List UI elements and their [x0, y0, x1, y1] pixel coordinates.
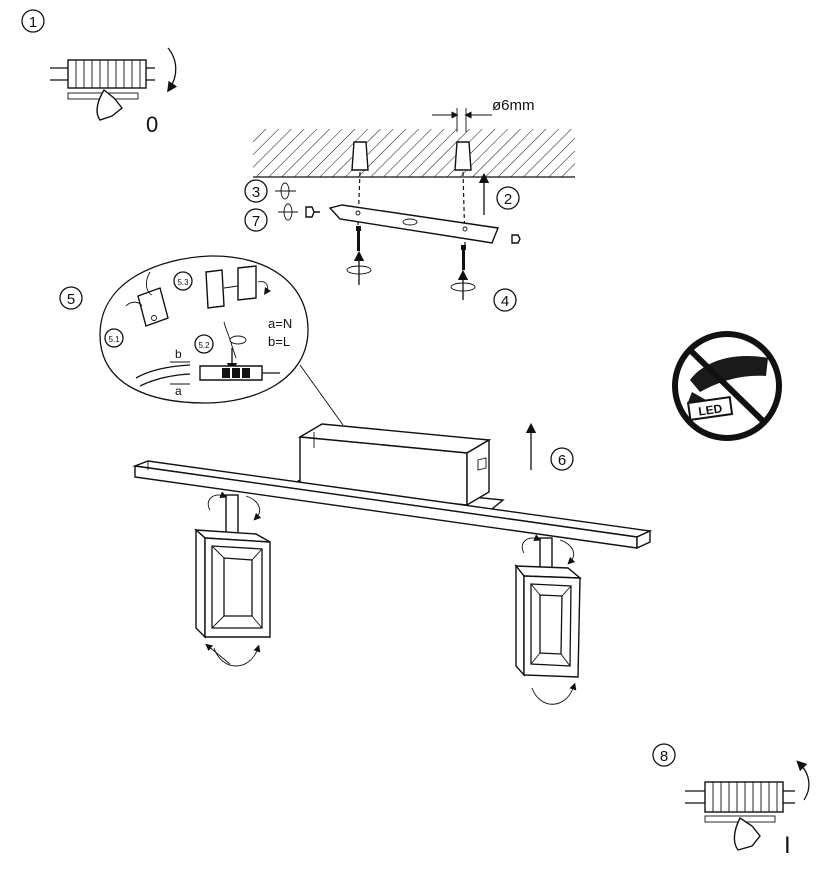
tilt-icon: [213, 644, 261, 667]
terminal-block-icon: [137, 287, 169, 327]
spotlight-right: [514, 534, 583, 705]
mounting-bracket: [328, 204, 521, 244]
wall-plugs: [351, 141, 472, 171]
ceiling: [253, 129, 575, 178]
rotate-icon: [346, 265, 372, 275]
screw-right: [450, 245, 476, 300]
ceiling-hatch: [253, 129, 575, 177]
step-8-number: 8: [660, 748, 668, 765]
step-4: 4: [493, 288, 517, 312]
wire-legend-l: b=L: [268, 334, 290, 349]
step-2: 2: [478, 172, 520, 215]
led-badge-label: LED: [697, 401, 723, 418]
light-bar: [132, 460, 653, 550]
drill-diameter-label: ø6mm: [492, 97, 535, 114]
wire-a: [139, 373, 191, 387]
wire-legend-n: a=N: [268, 316, 292, 331]
prohibition-slash: [687, 347, 767, 425]
step-7-number: 7: [252, 213, 260, 230]
step-1-number: 1: [29, 14, 37, 31]
wire-b: [135, 364, 191, 379]
substep-5-1-label: 5.1: [108, 335, 120, 344]
connector-icon: [205, 269, 225, 309]
rotate-icon: [207, 491, 228, 511]
wall-plug-right: [454, 141, 472, 171]
no-led-replacement-badge: LED: [672, 331, 782, 441]
connector-icon: [237, 265, 257, 301]
step-4-number: 4: [501, 293, 509, 310]
wire-letter-b: b: [175, 347, 182, 361]
rotate-icon: [559, 539, 576, 565]
step-6-number: 6: [558, 452, 566, 469]
rotate-down-arrow-icon: [167, 47, 178, 93]
switch-on-label: I: [784, 832, 791, 859]
screw-icon: [305, 206, 320, 218]
screw-left: [346, 226, 372, 285]
step-3-number: 3: [252, 184, 260, 201]
rotate-icon: [521, 534, 542, 554]
fuse-box-icon: [50, 59, 155, 100]
detail-bubble: [99, 255, 309, 404]
step-6: 6: [525, 422, 574, 471]
wire-letter-a: a: [175, 384, 182, 398]
step-7: 7: [244, 203, 320, 232]
step-3: 3: [244, 179, 296, 203]
drill-diameter-callout: ø6mm: [432, 97, 535, 132]
rotate-up-arrow-icon: [796, 760, 810, 801]
substep-5-2-label: 5.2: [198, 341, 210, 350]
wall-plug-left: [351, 141, 369, 171]
step-1-switch-off: 1 0: [21, 9, 178, 137]
hand-icon: [96, 88, 123, 121]
rotate-icon: [245, 495, 262, 521]
step-2-number: 2: [504, 191, 512, 208]
substep-5-3-label: 5.3: [177, 278, 189, 287]
badge-ring: [672, 331, 782, 441]
screw-icon: [511, 234, 521, 244]
hand-icon: [733, 816, 761, 851]
rotate-icon: [450, 282, 476, 292]
step-1-circle: [21, 9, 45, 33]
step-5-wiring-detail: 5 5.1 5.3 5.2 a=N b=L b a: [59, 255, 344, 426]
terminal-strip-icon: [199, 365, 263, 381]
tilt-icon: [531, 682, 577, 705]
spotlight-left: [194, 491, 271, 667]
step-8-switch-on: 8 I: [652, 743, 810, 859]
switch-off-label: 0: [146, 112, 158, 137]
step-5-number: 5: [67, 291, 75, 308]
fuse-box-icon: [685, 781, 795, 823]
